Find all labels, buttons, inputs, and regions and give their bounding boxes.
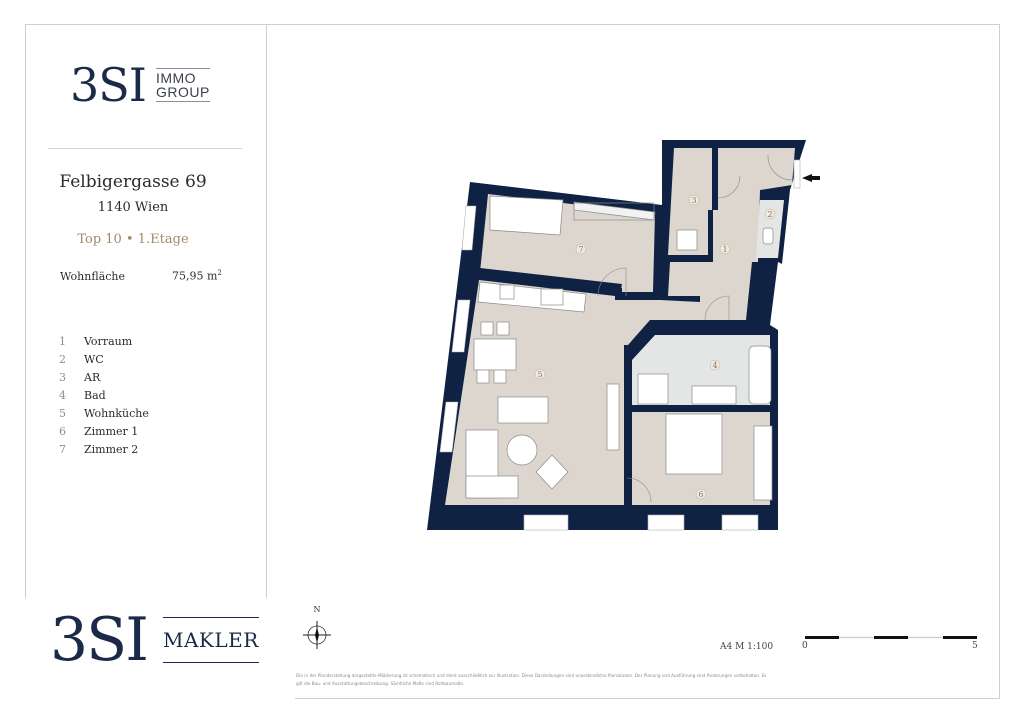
room-number: 3 bbox=[59, 370, 66, 384]
windows bbox=[439, 159, 801, 531]
disclaimer-text: Die in der Planderstellung dargestellte … bbox=[296, 672, 816, 688]
room-name: Wohnküche bbox=[84, 406, 149, 420]
area-unit-sup: 2 bbox=[217, 269, 222, 277]
room-number: 2 bbox=[59, 352, 66, 366]
logo-subtitle: IMMO GROUP bbox=[155, 68, 210, 102]
scale-bar bbox=[805, 636, 977, 639]
logo-mark: 3SI bbox=[70, 58, 147, 112]
room-number: 5 bbox=[59, 406, 66, 420]
room-label-4: 4 bbox=[712, 361, 717, 370]
sidebar-divider-horizontal bbox=[48, 148, 242, 149]
north-compass: N bbox=[300, 605, 334, 655]
scale-start: 0 bbox=[802, 641, 808, 651]
area-number: 75,95 m bbox=[172, 269, 218, 283]
logo-3si-immo-group: 3SI IMMO GROUP bbox=[70, 62, 210, 108]
room-number: 6 bbox=[59, 424, 66, 438]
room-legend-item: 5 Wohnküche bbox=[59, 404, 149, 422]
internal-walls bbox=[478, 148, 772, 505]
paper-scale: A4 M 1:100 bbox=[720, 642, 774, 652]
room-legend-item: 1 Vorraum bbox=[59, 332, 149, 350]
makler-logo-mark: 3SI bbox=[50, 605, 149, 675]
disclaimer-line-2: gilt die Bau- und Ausstattungsbeschreibu… bbox=[296, 681, 465, 686]
room-name: AR bbox=[84, 370, 101, 384]
room-label-6: 6 bbox=[698, 490, 703, 499]
property-street: Felbigergasse 69 bbox=[59, 172, 207, 192]
room-name: WC bbox=[84, 352, 104, 366]
logo-sub-line1: IMMO bbox=[155, 70, 197, 86]
sidebar-divider bbox=[266, 24, 267, 598]
page-frame bbox=[25, 24, 1000, 699]
logo-3si-makler: 3SI MAKLER bbox=[50, 610, 259, 670]
room-label-5: 5 bbox=[537, 370, 542, 379]
makler-logo-panel bbox=[25, 598, 295, 699]
room-legend-item: 2 WC bbox=[59, 350, 149, 368]
room-name: Bad bbox=[84, 388, 106, 402]
disclaimer-line-1: Die in der Planderstellung dargestellte … bbox=[296, 673, 767, 678]
logo-sub-line2: GROUP bbox=[155, 84, 210, 100]
room-number: 4 bbox=[59, 388, 66, 402]
room-name: Vorraum bbox=[84, 334, 133, 348]
property-city: 1140 Wien bbox=[97, 200, 169, 215]
room-legend-item: 6 Zimmer 1 bbox=[59, 422, 149, 440]
entrance-arrow-icon bbox=[802, 174, 820, 182]
room-label-7: 7 bbox=[578, 245, 583, 254]
unit-floor: Top 10 • 1.Etage bbox=[77, 232, 189, 247]
room-legend-item: 4 Bad bbox=[59, 386, 149, 404]
room-number: 7 bbox=[59, 442, 66, 456]
living-area-value: 75,95 m2 bbox=[172, 269, 222, 283]
room-name: Zimmer 1 bbox=[84, 424, 139, 438]
makler-logo-subtitle: MAKLER bbox=[162, 617, 259, 663]
furniture bbox=[465, 195, 774, 501]
room-label-1: 1 bbox=[722, 245, 727, 254]
room-label-2: 2 bbox=[767, 210, 772, 219]
room-labels: 7 3 1 2 4 5 6 bbox=[534, 194, 776, 500]
room-number: 1 bbox=[59, 334, 66, 348]
room-name: Zimmer 2 bbox=[84, 442, 139, 456]
room-legend-item: 3 AR bbox=[59, 368, 149, 386]
room-label-3: 3 bbox=[691, 196, 696, 205]
compass-rose-icon bbox=[303, 621, 331, 649]
living-area-label: Wohnfläche bbox=[60, 270, 126, 283]
scale-end: 5 bbox=[972, 641, 978, 651]
doors bbox=[597, 154, 793, 503]
compass-north-label: N bbox=[313, 605, 321, 614]
room-legend-item: 7 Zimmer 2 bbox=[59, 440, 149, 458]
